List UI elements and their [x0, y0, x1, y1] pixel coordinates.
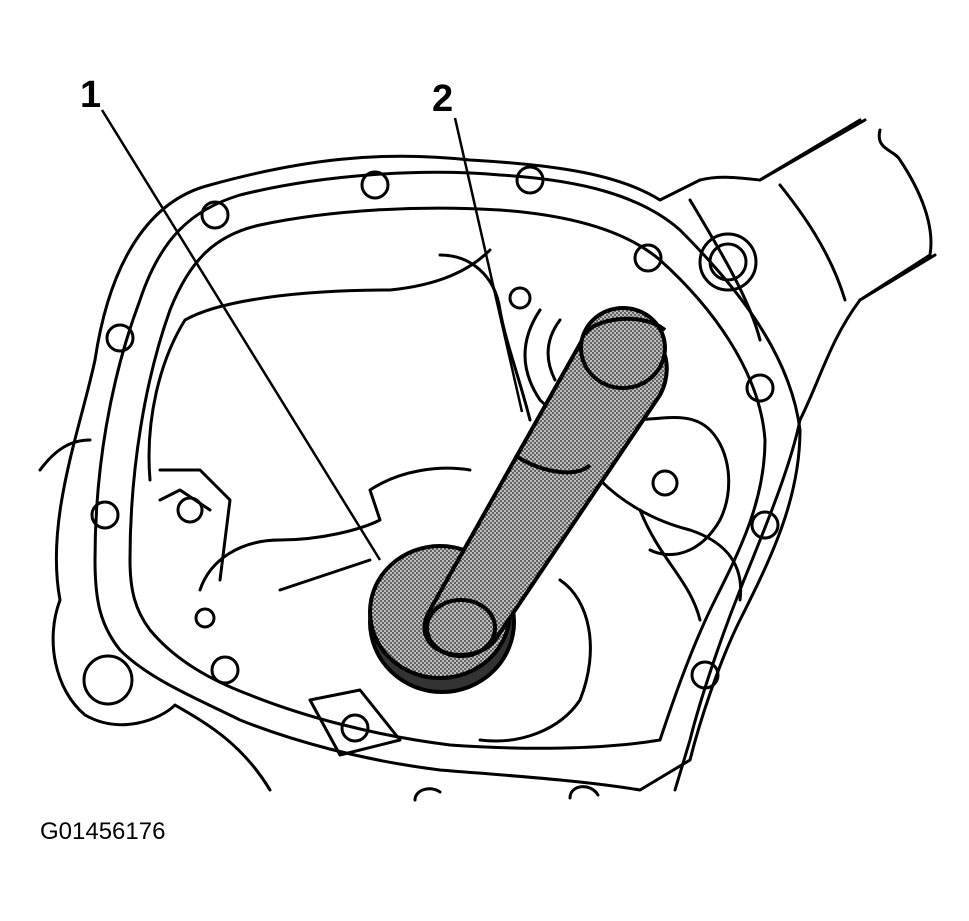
gasket-flange-inner: [128, 206, 767, 750]
gasket-flange-outer: [93, 170, 802, 792]
axle-tube-top: [758, 118, 867, 182]
driver-handle: [422, 306, 669, 658]
axle-flange: [778, 183, 847, 302]
left-ear-hole: [82, 654, 134, 706]
leader-line-2: [453, 117, 524, 413]
leader-lines: [100, 109, 524, 561]
callout-label-2: 2: [432, 78, 454, 120]
right-ear-hole: [698, 232, 758, 292]
leader-line-1: [100, 109, 382, 561]
housing-outer-outline: [54, 118, 932, 792]
housing-left-ear: [51, 598, 272, 792]
axle-tube-end: [877, 128, 933, 257]
bolt-holes: [90, 165, 780, 743]
figure-id-label: G01456176: [40, 818, 166, 845]
callout-label-1: 1: [80, 74, 102, 116]
axle-tube-bottom: [858, 253, 937, 302]
